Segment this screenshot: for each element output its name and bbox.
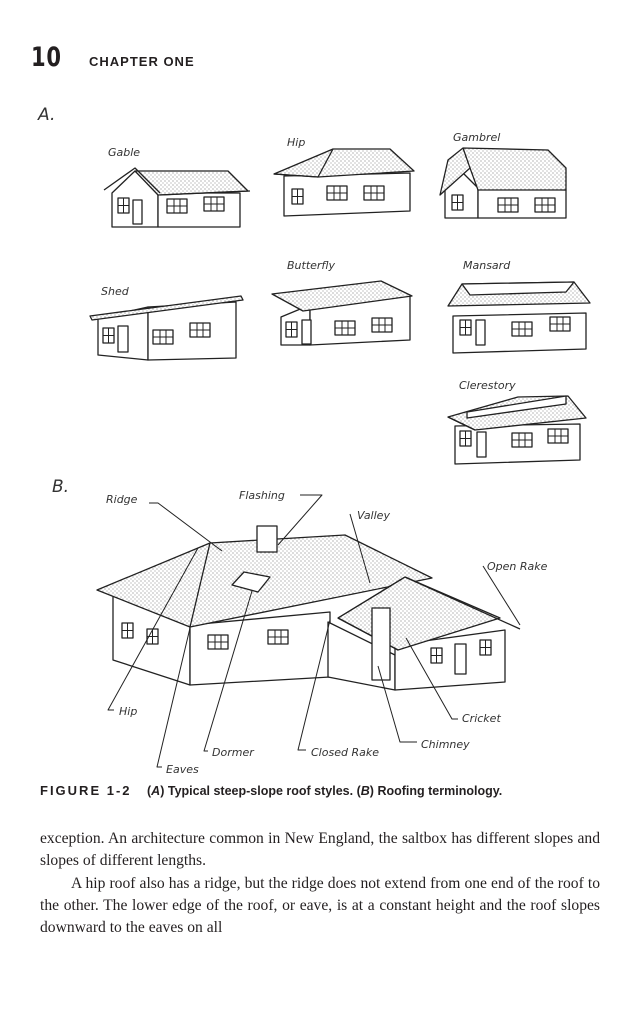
label-ridge: Ridge	[106, 493, 138, 506]
label-gable: Gable	[108, 146, 141, 159]
caption-b-text: Roofing terminology.	[377, 784, 503, 798]
label-dormer: Dormer	[212, 746, 254, 759]
gable-house	[104, 168, 250, 227]
label-valley: Valley	[357, 509, 390, 522]
figure-number: FIGURE 1-2	[40, 783, 132, 798]
page-number: 10	[31, 42, 62, 73]
label-hip: Hip	[287, 136, 306, 149]
roof-illustrations	[0, 0, 638, 800]
caption-b-letter: B	[360, 784, 370, 798]
label-cricket: Cricket	[462, 712, 501, 725]
label-gambrel: Gambrel	[453, 131, 501, 144]
label-butterfly: Butterfly	[287, 259, 336, 272]
chapter-title: CHAPTER ONE	[89, 54, 195, 69]
label-eaves: Eaves	[166, 763, 199, 776]
terminology-house	[97, 526, 520, 690]
label-open-rake: Open Rake	[487, 560, 548, 573]
figure-caption: FIGURE 1-2 (A) Typical steep-slope roof …	[40, 783, 503, 798]
paragraph-2: A hip roof also has a ridge, but the rid…	[40, 874, 600, 937]
clerestory-house	[448, 396, 586, 464]
section-b-label: B.	[52, 477, 70, 497]
label-shed: Shed	[101, 285, 129, 298]
caption-a-letter: A	[151, 784, 161, 798]
label-flashing: Flashing	[239, 489, 285, 502]
leader-lines	[108, 495, 520, 767]
label-mansard: Mansard	[463, 259, 511, 272]
label-chimney: Chimney	[421, 738, 470, 751]
caption-a-text: Typical steep-slope roof styles.	[167, 784, 354, 798]
label-clerestory: Clerestory	[459, 379, 516, 392]
hip-house	[274, 149, 414, 216]
mansard-house	[448, 282, 590, 353]
paragraph-1: exception. An architecture common in New…	[40, 830, 600, 870]
body-text: exception. An architecture common in New…	[40, 828, 600, 939]
shed-house	[90, 296, 243, 360]
butterfly-house	[272, 281, 412, 345]
label-closed-rake: Closed Rake	[311, 746, 379, 759]
section-a-label: A.	[38, 105, 56, 125]
gambrel-house	[440, 148, 566, 218]
label-hip-term: Hip	[119, 705, 138, 718]
